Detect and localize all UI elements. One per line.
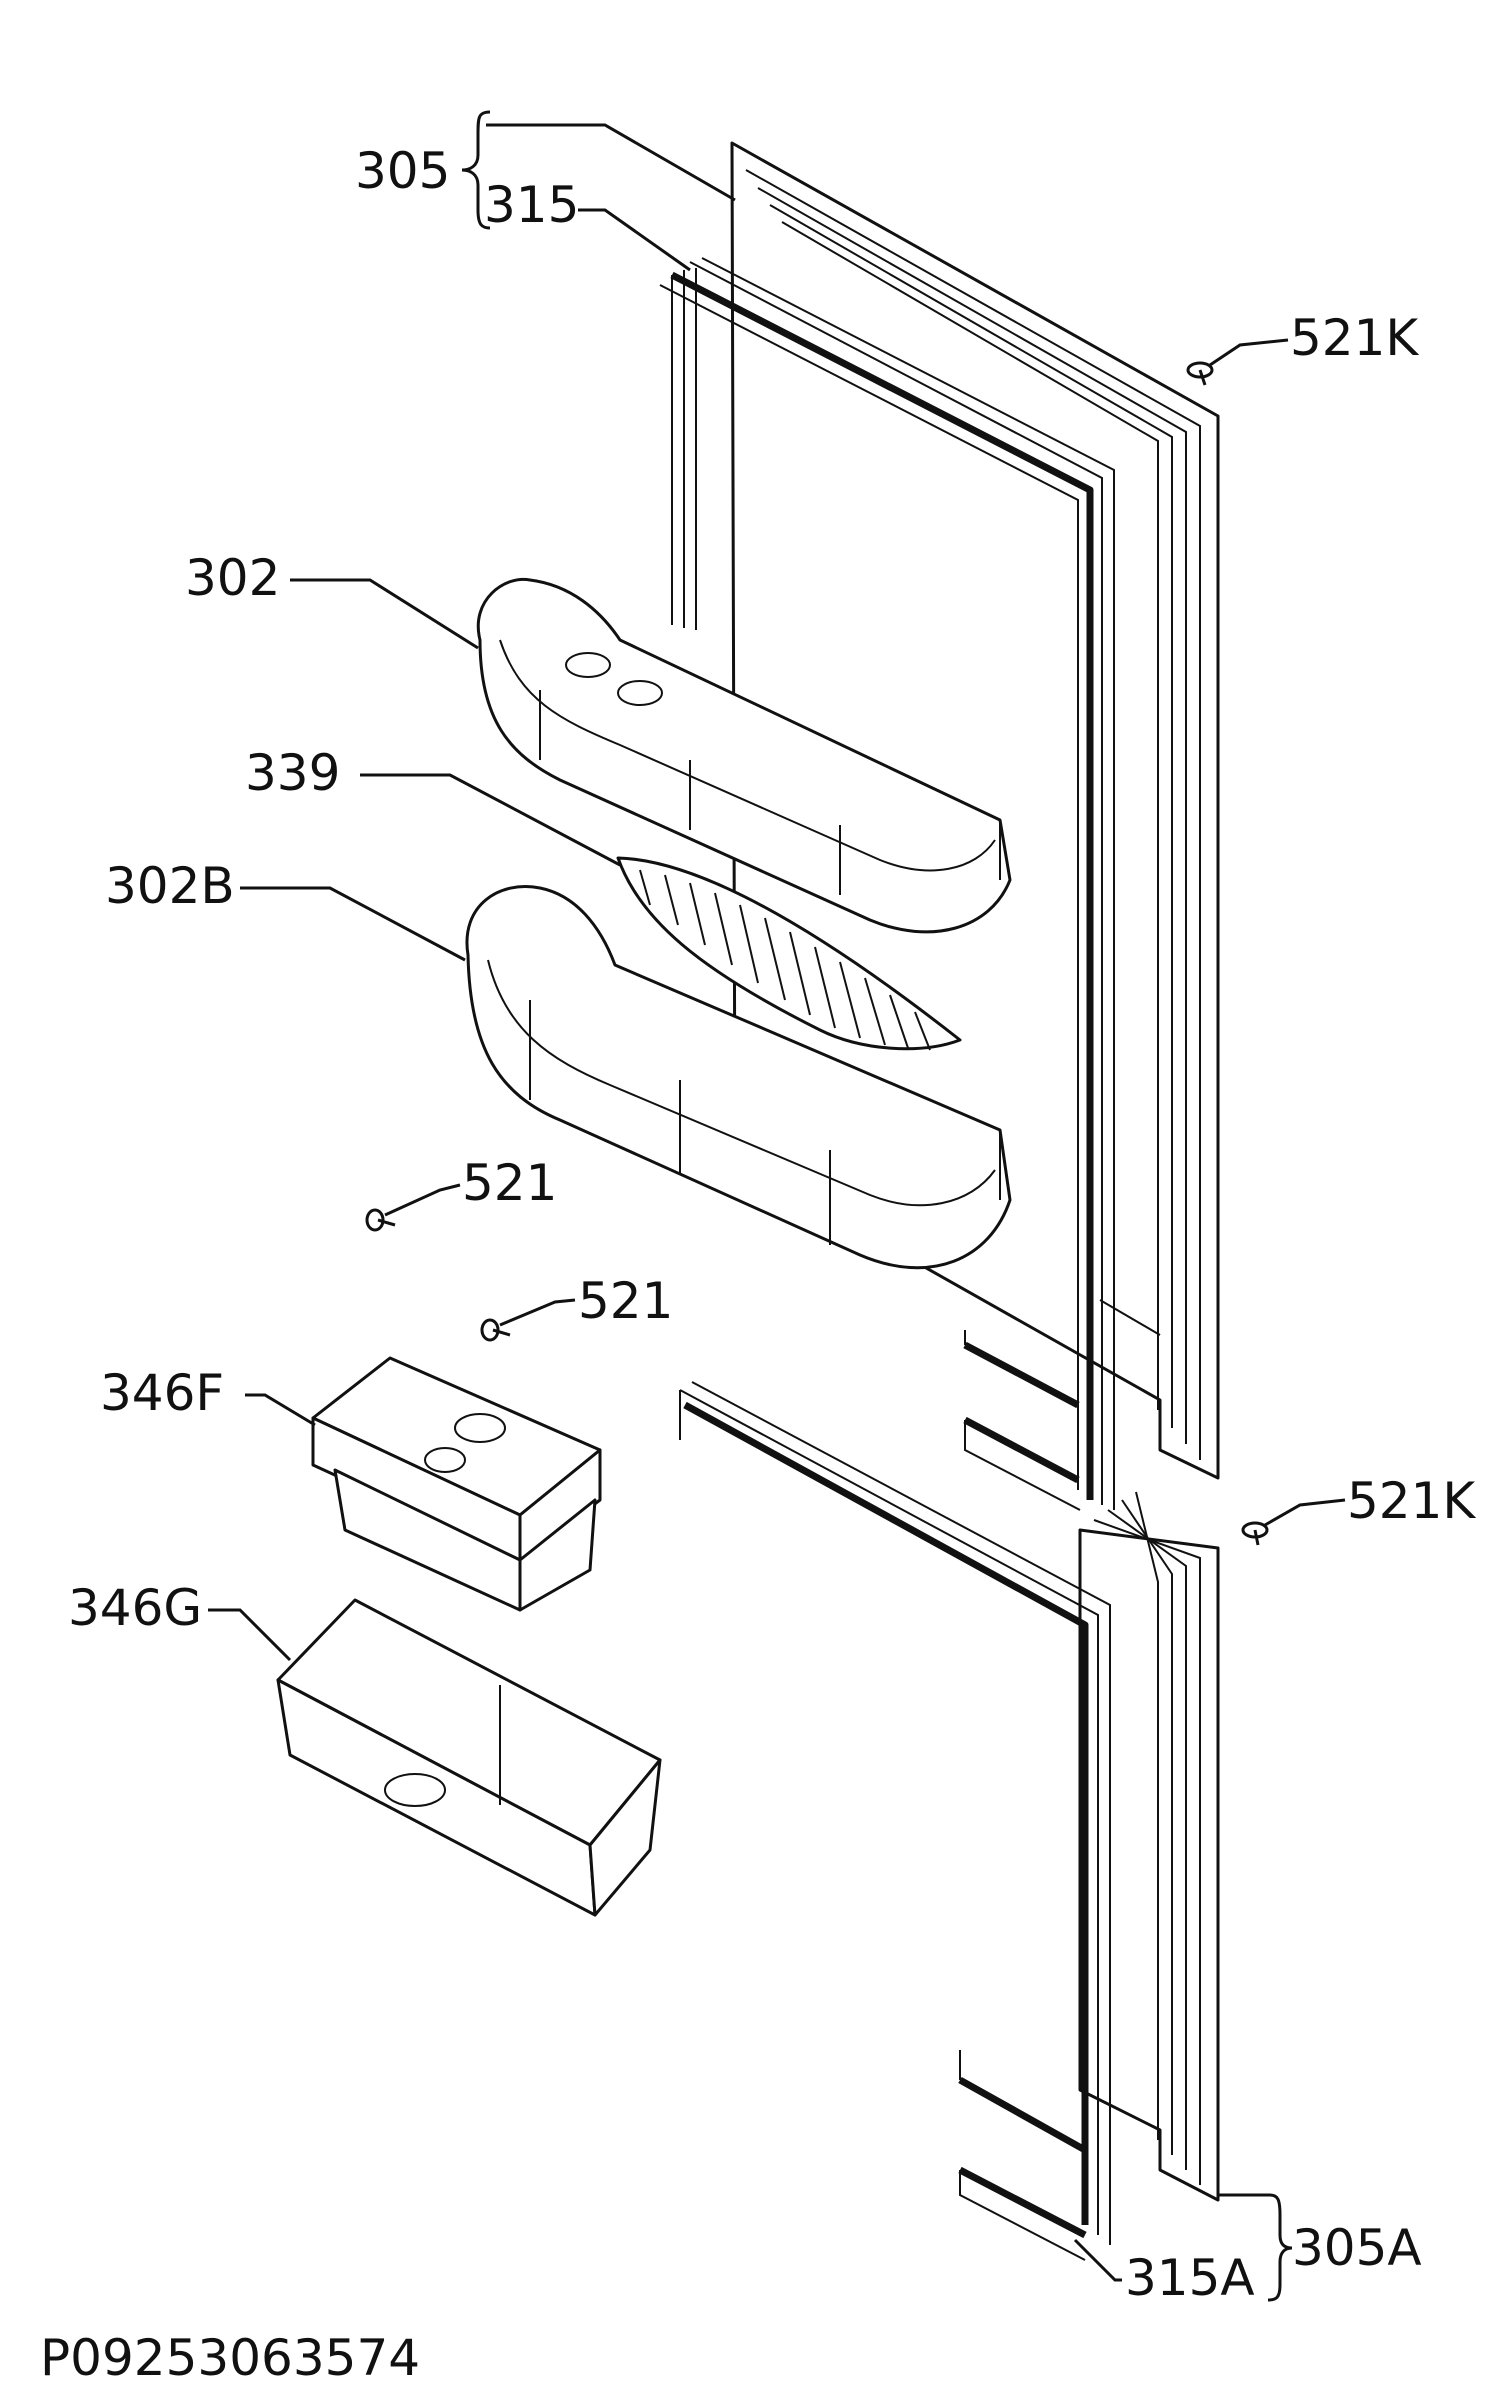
label-346G: 346G <box>68 1579 202 1637</box>
lower-door-gasket <box>679 1381 1111 2261</box>
door-box-346F <box>311 1356 602 1612</box>
upper-door-gasket <box>659 257 1115 1511</box>
label-302: 302 <box>185 549 280 607</box>
label-521K-top: 521K <box>1290 309 1419 367</box>
door-shelf-302B <box>465 885 1012 1270</box>
label-346F: 346F <box>100 1364 224 1422</box>
label-315: 315 <box>484 176 579 234</box>
label-521-a: 521 <box>462 1154 557 1212</box>
label-302B: 302B <box>105 857 235 915</box>
drawing-code: P09253063574 <box>40 2329 420 2387</box>
label-305A: 305A <box>1292 2219 1422 2277</box>
screw-521K-top <box>1186 361 1214 386</box>
screw-521-a <box>365 1208 396 1232</box>
shelf-insert-339 <box>616 856 962 1051</box>
leader-lines <box>208 110 1346 2302</box>
label-305: 305 <box>355 142 450 200</box>
door-shelf-302 <box>476 577 1012 934</box>
label-521-b: 521 <box>578 1272 673 1330</box>
label-339: 339 <box>245 744 340 802</box>
screw-521K-bottom <box>1241 1521 1269 1546</box>
screw-521-b <box>480 1318 511 1342</box>
label-315A: 315A <box>1125 2249 1255 2307</box>
lower-door-panel <box>1078 1491 1220 2202</box>
label-521K-bottom: 521K <box>1347 1472 1476 1530</box>
part-labels: 305 315 521K 302 339 302B 521 521 346F 5… <box>68 142 1476 2307</box>
door-box-346G <box>276 1598 662 1917</box>
